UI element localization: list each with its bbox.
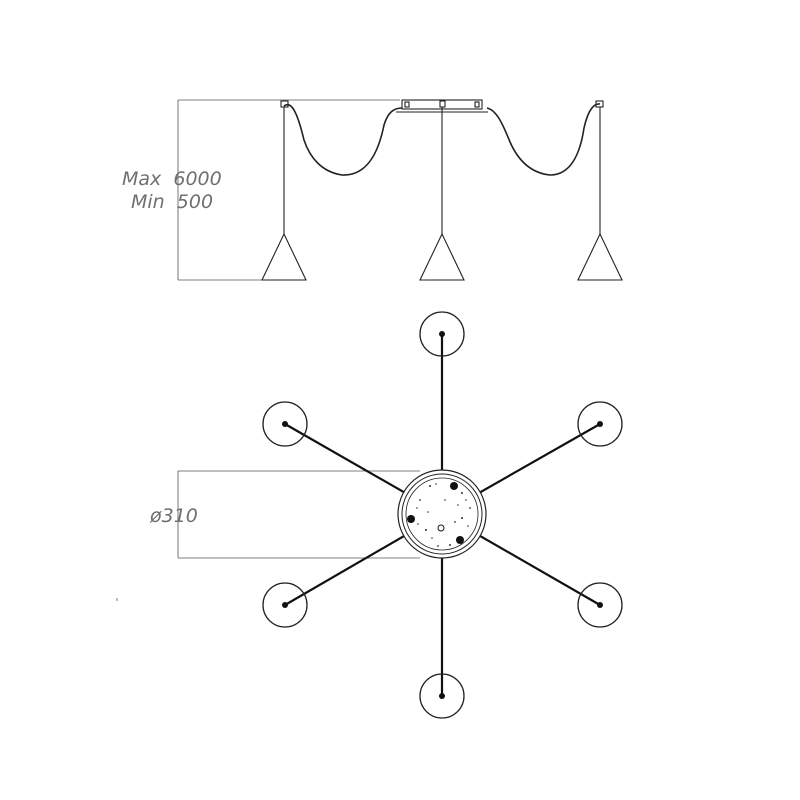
shade-bottom-right <box>577 582 623 628</box>
pendant-right <box>577 107 623 281</box>
elevation-view: Max 6000 Min 500 <box>122 99 623 281</box>
left-draped-cable <box>283 103 403 176</box>
diameter-dimension: ø310 <box>149 470 420 559</box>
shade-top-left <box>262 401 308 447</box>
diameter-label: ø310 <box>149 505 198 527</box>
plan-view: ø310 <box>116 311 623 719</box>
pendant-shade-left <box>261 232 307 281</box>
central-hub <box>397 469 487 559</box>
height-max-label: Max 6000 <box>122 168 222 190</box>
pendant-shade-center <box>419 232 465 281</box>
shade-bottom-left <box>262 582 308 628</box>
pendant-center <box>419 107 465 281</box>
height-dimension: Max 6000 Min 500 <box>122 99 400 281</box>
right-draped-cable <box>486 103 601 176</box>
height-min-label: Min 500 <box>131 191 213 213</box>
pendant-left <box>261 107 307 281</box>
shade-top-right <box>577 401 623 447</box>
shade-top <box>419 311 465 357</box>
shade-bottom <box>419 673 465 719</box>
pendant-shade-right <box>577 232 623 281</box>
